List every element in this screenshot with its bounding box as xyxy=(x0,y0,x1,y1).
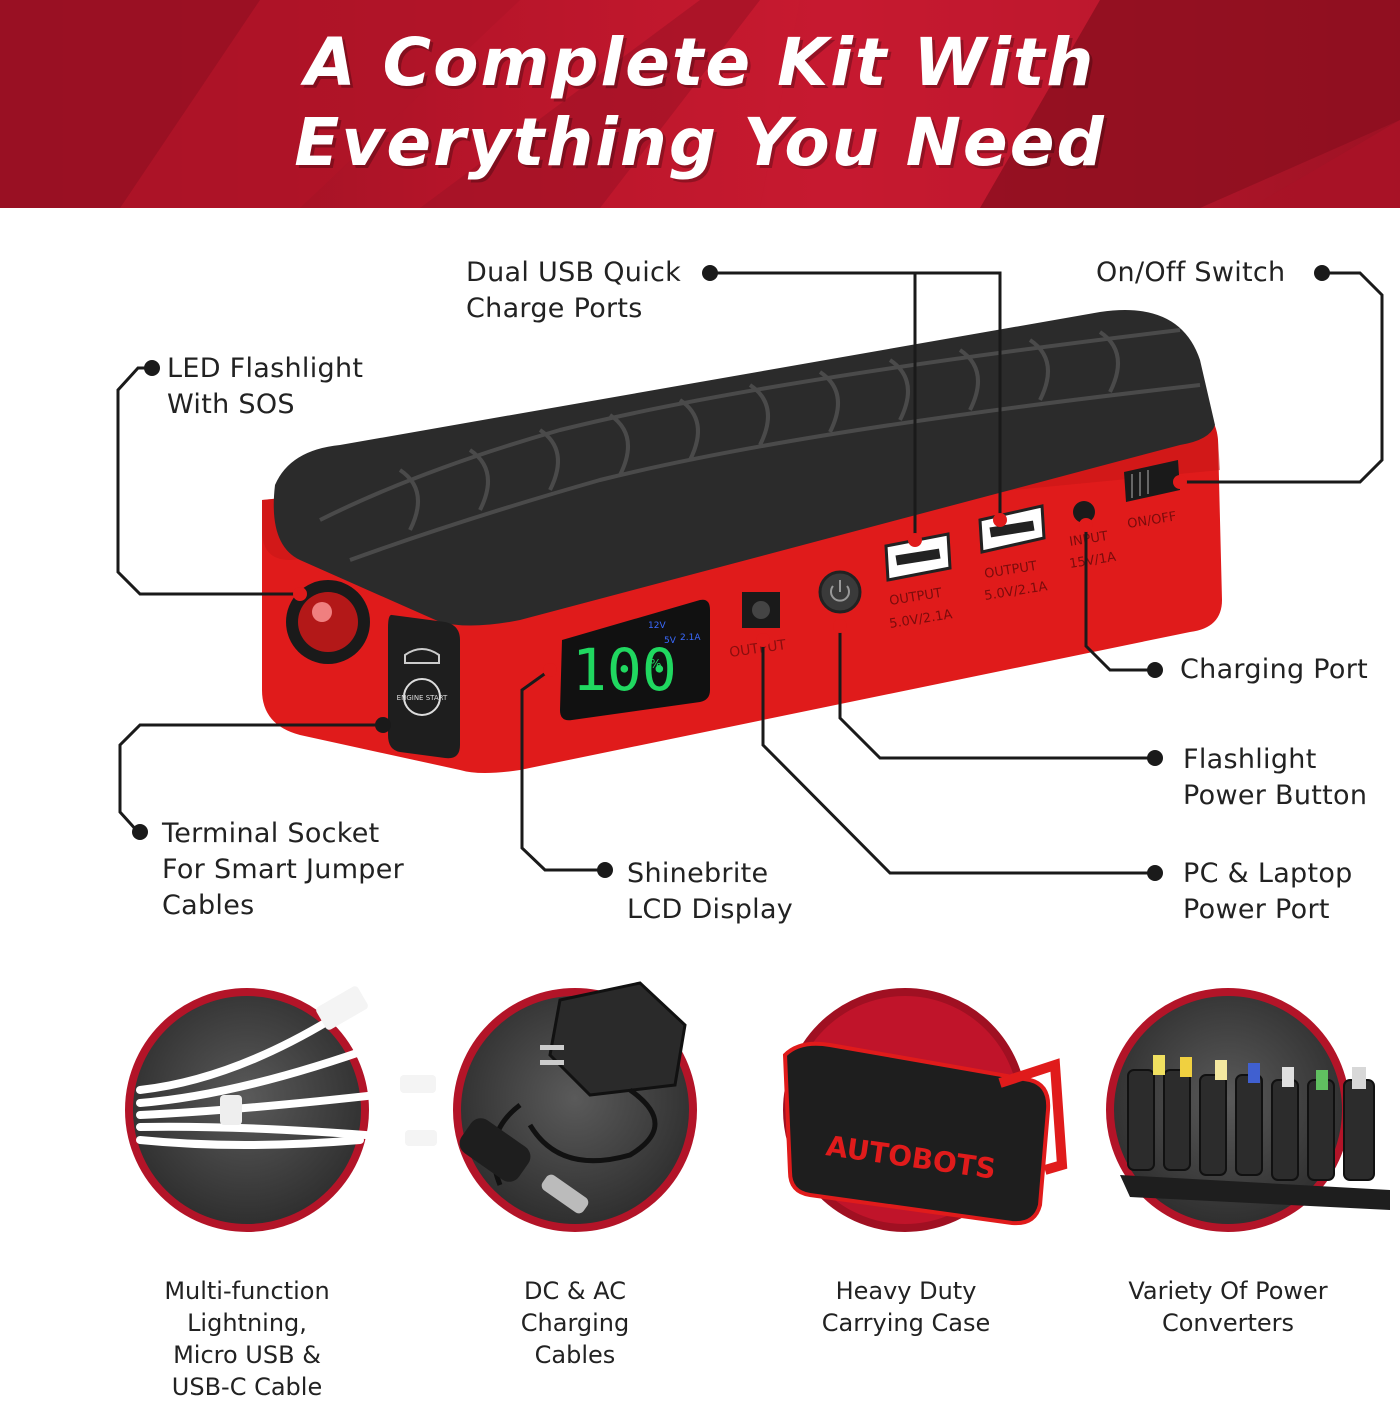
callout-led-flashlight: LED Flashlight With SOS xyxy=(167,353,364,420)
header-banner xyxy=(0,0,1400,208)
caption-case: Heavy Duty Carrying Case xyxy=(821,1277,991,1337)
tread-pattern xyxy=(319,328,1201,562)
callout-lcd-display: Shinebrite LCD Display xyxy=(627,858,794,925)
accessories-row: AUTOBOTS xyxy=(125,981,1390,1232)
engine-start-label: ENGINE START xyxy=(397,694,448,702)
input-spec: 15V/1A xyxy=(1068,550,1117,572)
power-icon xyxy=(830,585,850,602)
engine-start-plate xyxy=(388,614,460,759)
headline-line-1: A Complete Kit With xyxy=(304,24,1096,101)
usb-cable-icon xyxy=(125,986,437,1232)
callout-pc-laptop-port: PC & Laptop Power Port xyxy=(1183,858,1353,925)
jump-starter-device: ENGINE START 100 % 12V 5V 2.1A OUTPUT OU… xyxy=(116,265,1384,881)
headline: A Complete Kit With Everything You Need xyxy=(0,0,1400,208)
charger-icon xyxy=(453,981,697,1232)
power-converters-icon xyxy=(1106,988,1390,1232)
carrying-case-icon: AUTOBOTS xyxy=(782,988,1068,1232)
callout-on-off-switch: On/Off Switch xyxy=(1096,257,1286,288)
engine-start-button[interactable] xyxy=(403,678,441,716)
lcd-unit: % xyxy=(650,657,661,671)
lcd-12v: 12V xyxy=(648,621,666,631)
lcd-display xyxy=(560,599,710,721)
caption-cables: Multi-function Lightning, Micro USB & US… xyxy=(164,1277,330,1401)
leader-dots xyxy=(132,265,1330,881)
lcd-value: 100 xyxy=(572,636,677,704)
input-label: INPUT xyxy=(1068,529,1109,550)
lcd-5v: 5V xyxy=(664,636,677,646)
on-off-switch[interactable] xyxy=(1124,460,1180,502)
leader-lines xyxy=(116,271,1384,875)
port-markers xyxy=(293,475,1187,677)
callout-usb-ports: Dual USB Quick Charge Ports xyxy=(466,257,682,324)
dc-output-label: OUTPUT xyxy=(728,637,787,661)
charging-port[interactable] xyxy=(1073,501,1095,523)
callout-charging-port: Charging Port xyxy=(1180,654,1369,685)
lcd-amps: 2.1A xyxy=(680,633,701,643)
car-icon xyxy=(404,648,440,664)
banner-facets xyxy=(0,0,1400,208)
callout-terminal-socket: Terminal Socket For Smart Jumper Cables xyxy=(162,818,405,921)
device-tread-top xyxy=(273,310,1215,626)
caption-chargers: DC & AC Charging Cables xyxy=(520,1277,630,1369)
caption-converters: Variety Of Power Converters xyxy=(1128,1277,1328,1337)
headline-line-2: Everything You Need xyxy=(294,104,1106,181)
callout-flashlight-power-button: Flashlight Power Button xyxy=(1183,744,1368,811)
